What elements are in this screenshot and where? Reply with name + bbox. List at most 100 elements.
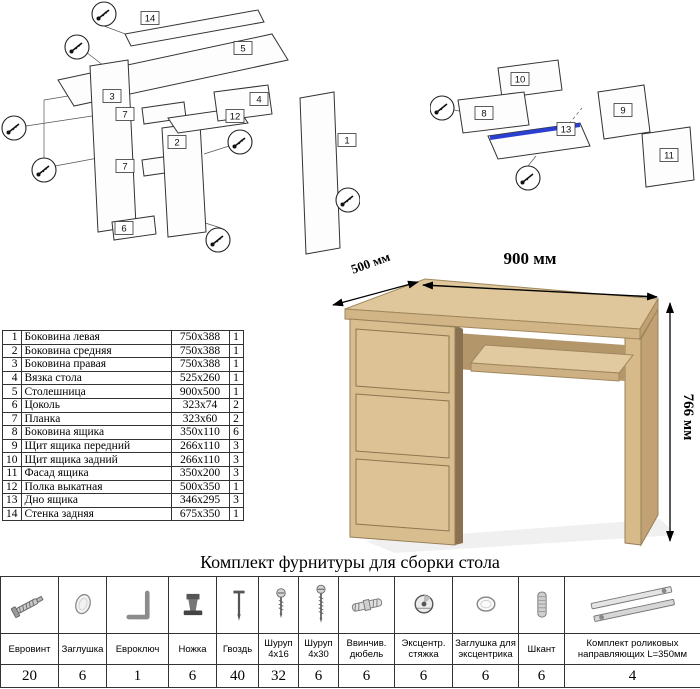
hardware-icon-cell	[394, 576, 453, 634]
desktop-right-edge	[639, 297, 659, 341]
part-number-label: 4	[256, 95, 261, 106]
part-qty-cell: 3	[228, 465, 244, 481]
hardware-icon-cell	[258, 576, 299, 634]
part-8-drawer-side	[457, 91, 530, 134]
part-number-label: 10	[515, 75, 526, 86]
hardware-label-row: Евровинт Заглушка Евроключ Ножка Гвоздь …	[0, 633, 700, 665]
screw-callout-icon	[205, 227, 231, 253]
part-size-cell: 675x350	[170, 506, 230, 522]
nail-icon	[233, 590, 245, 621]
part-qty-cell: 1	[228, 370, 244, 386]
hardware-label: Гвоздь	[216, 633, 259, 665]
part-size-cell: 525x260	[170, 370, 230, 386]
hardware-table: Евровинт Заглушка Евроключ Ножка Гвоздь …	[0, 576, 700, 688]
hardware-label: Эксцентр. стяжка	[394, 633, 453, 665]
screw-callout-icon	[515, 165, 541, 191]
part-qty-cell: 3	[228, 452, 244, 467]
part-num-cell: 7	[2, 411, 22, 427]
part-size-cell: 750x388	[170, 357, 230, 372]
hardware-icon-cell	[338, 576, 395, 634]
depth-dimension-label: 500 мм	[349, 249, 392, 277]
part-1-side-panel	[299, 91, 341, 255]
part-name-cell: Боковина правая	[20, 357, 172, 372]
hardware-label: Заглушка для эксцентрика	[452, 633, 519, 665]
part-name-cell: Стенка задняя	[20, 506, 172, 522]
screw-callout-icon	[1, 115, 27, 141]
hardware-qty: 40	[216, 664, 259, 688]
part-qty-cell: 2	[228, 411, 244, 427]
height-dimension-label: 766 мм	[680, 394, 696, 441]
drawer-assembly-diagram: 10 8 9 13 11	[430, 59, 695, 191]
part-size-cell: 750x388	[170, 343, 230, 359]
hardware-label: Ножка	[168, 633, 217, 665]
part-qty-cell: 6	[228, 425, 244, 440]
part-size-cell: 750x388	[170, 330, 230, 345]
screw-callout-icon	[91, 1, 117, 27]
hardware-icon-cell	[106, 576, 169, 634]
part-num-cell: 3	[2, 357, 22, 372]
hardware-qty: 6	[452, 664, 519, 688]
part-3-side-panel	[89, 59, 137, 233]
part-number-label: 3	[109, 92, 114, 103]
hardware-qty: 6	[168, 664, 217, 688]
part-size-cell: 323x74	[170, 397, 230, 413]
part-name-cell: Столешница	[20, 384, 172, 399]
part-qty-cell: 1	[228, 384, 244, 399]
part-name-cell: Дно ящика	[20, 493, 172, 508]
screw-callout-icon	[64, 34, 90, 60]
part-qty-cell: 1	[228, 357, 244, 372]
hardware-icon-cell	[298, 576, 339, 634]
part-qty-cell: 3	[228, 493, 244, 508]
hardware-label: Заглушка	[58, 633, 107, 665]
hardware-qty: 4	[564, 664, 700, 688]
keyboard-tray-front	[470, 362, 620, 382]
part-num-cell: 4	[2, 370, 22, 386]
hardware-icon-cell	[58, 576, 107, 634]
part-name-cell: Фасад ящика	[20, 465, 172, 481]
leg-icon	[183, 593, 202, 616]
part-size-cell: 266x110	[170, 452, 230, 467]
part-num-cell: 6	[2, 397, 22, 413]
roller-guides-icon	[590, 586, 675, 622]
hexkey-icon	[125, 590, 150, 620]
part-num-cell: 11	[2, 465, 22, 481]
part-number-labels: 14 5 3 7 7 6 2 12 4 1	[102, 11, 357, 235]
right-panel-outer-face	[640, 307, 659, 547]
dowel-icon	[536, 591, 547, 618]
screw-callout-icon	[227, 129, 253, 155]
part-number-label: 7	[122, 162, 127, 173]
part-number-label: 11	[664, 151, 674, 162]
right-panel-front-edge	[624, 336, 642, 546]
drawer-front-3	[355, 458, 450, 532]
part-size-cell: 900x500	[170, 384, 230, 399]
part-name-cell: Вязка стола	[20, 370, 172, 386]
part-number-label: 1	[344, 136, 349, 147]
part-number-label: 6	[121, 224, 126, 235]
part-name-cell: Боковина средняя	[20, 343, 172, 359]
desk-illustration: 900 мм 500 мм 766 мм	[332, 249, 696, 553]
part-name-cell: Щит ящика задний	[20, 452, 172, 467]
part-qty-cell: 2	[228, 397, 244, 413]
screw-4x16-icon	[276, 588, 286, 618]
hardware-icon-cell	[168, 576, 217, 634]
part-num-cell: 10	[2, 452, 22, 467]
hardware-icon-cell	[216, 576, 259, 634]
part-number-label: 14	[145, 14, 156, 25]
eccentric-cam-icon	[414, 594, 433, 614]
hardware-label: Шуруп 4x30	[298, 633, 339, 665]
part-size-cell: 346x295	[170, 493, 230, 508]
part-qty-cell: 1	[228, 506, 244, 522]
part-num-cell: 12	[2, 479, 22, 495]
part-qty-cell: 3	[228, 438, 244, 454]
hardware-qty: 6	[518, 664, 565, 688]
width-dimension-arrow	[422, 281, 658, 301]
part-name-cell: Боковина ящика	[20, 425, 172, 440]
